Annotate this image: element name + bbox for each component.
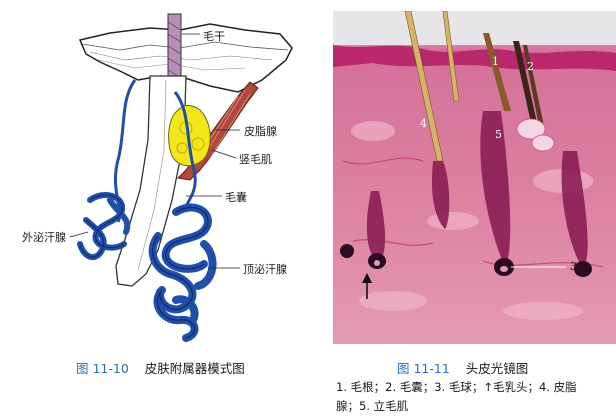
sebaceous-gland-micro [516, 118, 555, 152]
caption-right-text: 头皮光镜图 [465, 361, 529, 376]
legend-line-1: 1. 毛根；2. 毛囊；3. 毛球；↑毛乳头；4. 皮脂 [336, 380, 577, 394]
marker-1: 1 [492, 55, 499, 68]
scalp-micrograph [333, 11, 616, 344]
marker-3: 3 [570, 260, 577, 273]
label-sebaceous-gland: 皮脂腺 [244, 125, 277, 138]
hair-shafts [404, 11, 545, 162]
label-apocrine-gland: 顶泌汗腺 [243, 263, 287, 276]
label-eccrine-gland: 外泌汗腺 [22, 231, 66, 244]
caption-right-number: 图 11-11 [397, 361, 450, 376]
caption-left-number: 图 11-10 [76, 361, 129, 376]
label-hair-shaft: 毛干 [203, 30, 225, 43]
skin-appendages-diagram [69, 13, 293, 342]
label-arrector-pili: 竖毛肌 [239, 153, 272, 166]
marker-2: 2 [527, 60, 534, 73]
figure-legend: 1. 毛根；2. 毛囊；3. 毛球；↑毛乳头；4. 皮脂 腺；5. 立毛肌 [336, 378, 614, 416]
caption-left-text: 皮肤附属器模式图 [144, 361, 245, 376]
hair-shaft [167, 13, 182, 85]
hair-follicles [366, 111, 588, 269]
marker-5: 5 [495, 128, 502, 141]
arrow-dermal-papilla [362, 273, 372, 299]
eccrine-coil [77, 192, 131, 261]
epidermis [333, 45, 616, 71]
hair-bulbs [340, 244, 592, 277]
legend-line-2: 腺；5. 立毛肌 [336, 399, 409, 413]
marker-4: 4 [420, 117, 427, 130]
caption-right: 图 11-11 头皮光镜图 [397, 358, 528, 377]
caption-left: 图 11-10 皮肤附属器模式图 [76, 358, 245, 377]
label-hair-follicle: 毛囊 [225, 191, 247, 204]
